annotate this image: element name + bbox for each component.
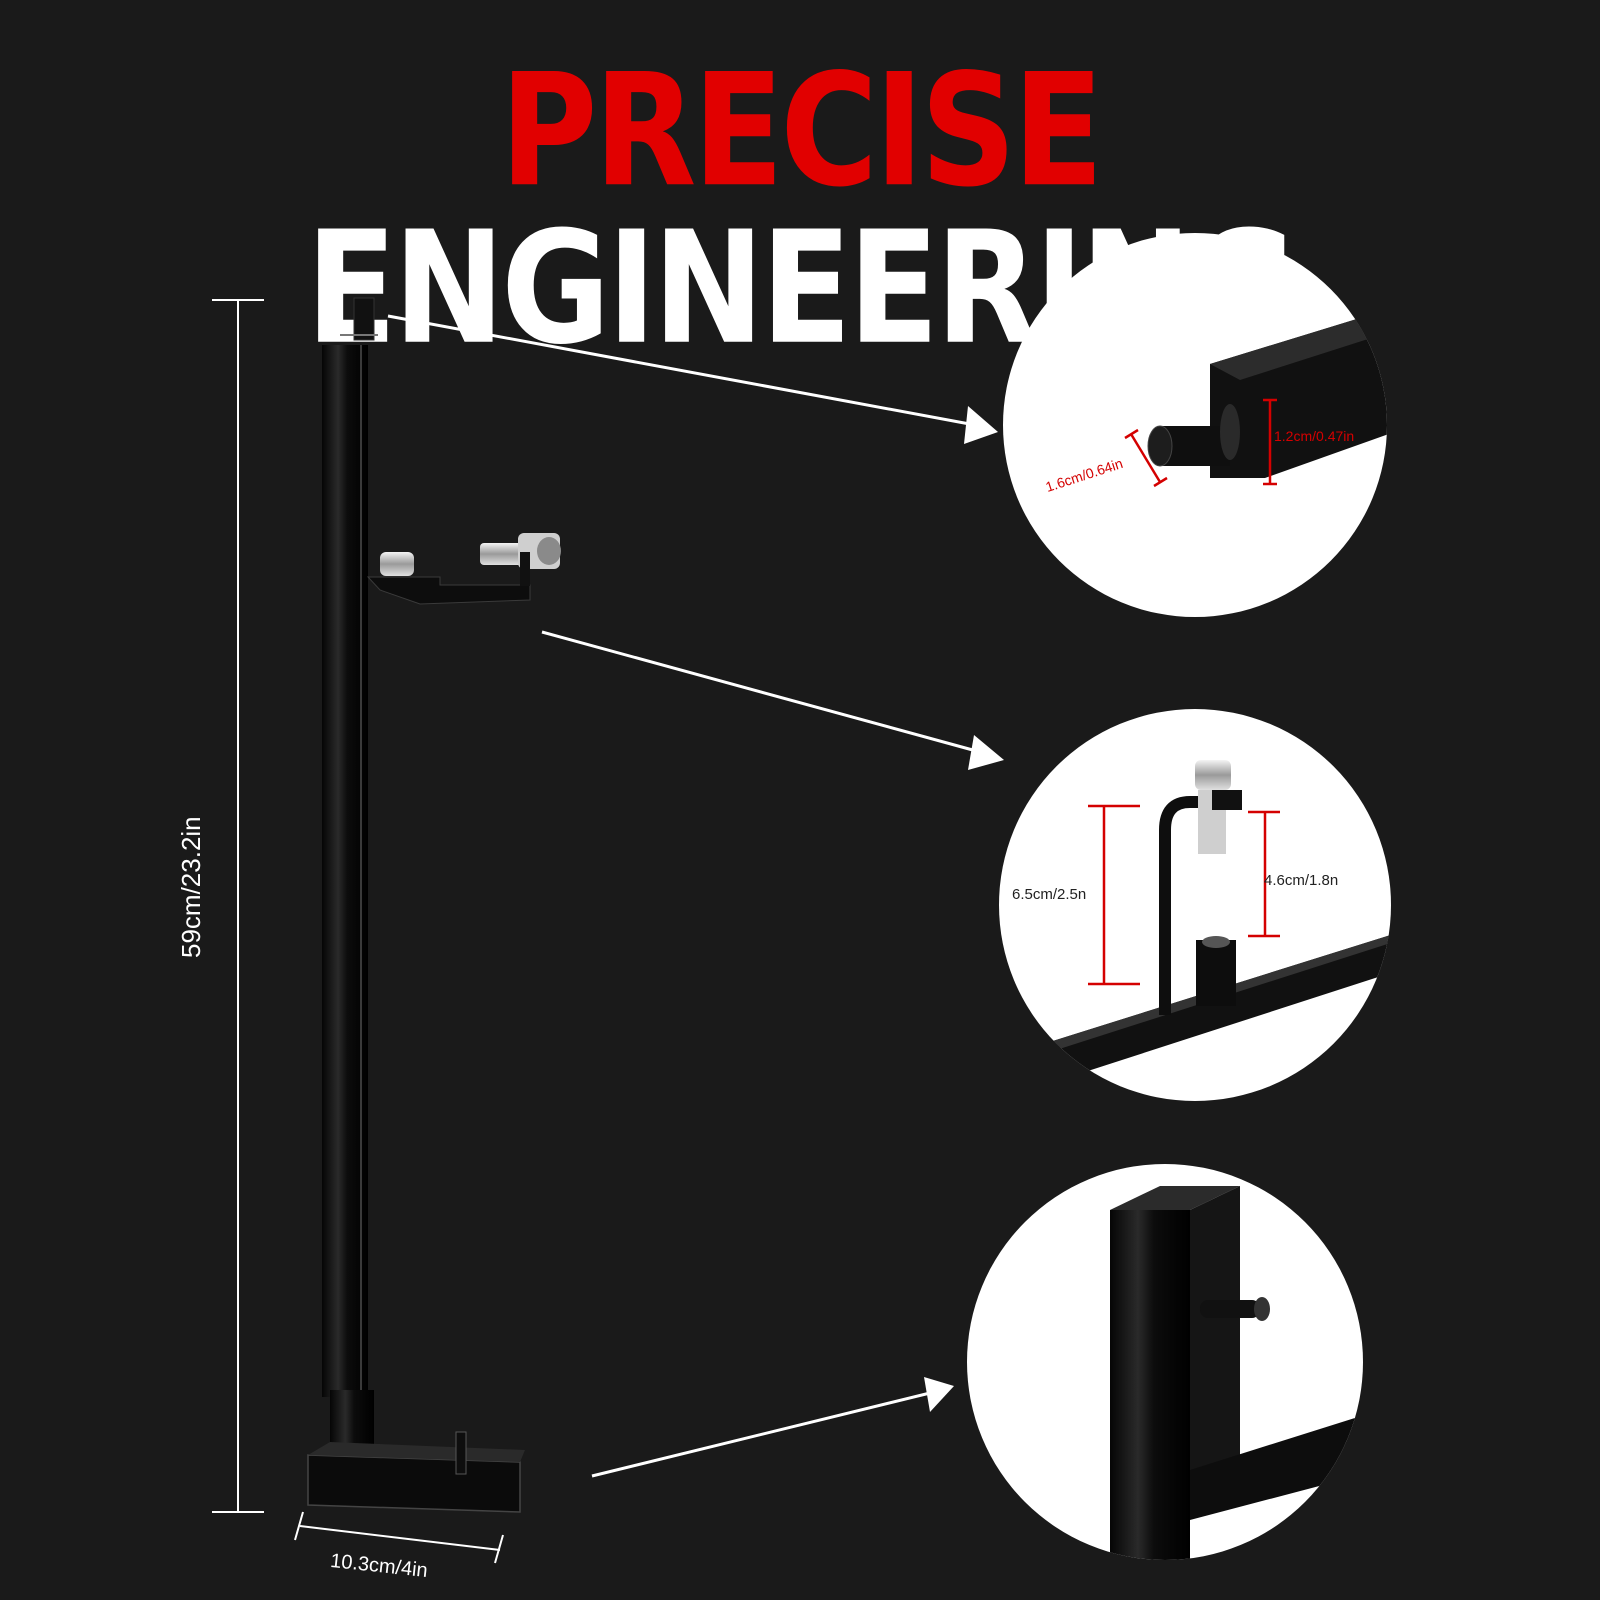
stand-arm [366,533,561,605]
detail-circle-middle [999,709,1391,1101]
arrow-icon [591,1377,954,1478]
product-stand [307,297,561,1513]
base-width-dimension-line [294,1511,504,1564]
height-dimension-line [212,299,264,1513]
arrow-icon [387,314,998,444]
stand-base [307,1431,525,1513]
middle-outer-label: 6.5cm/2.5n [1012,886,1087,903]
headline-word-precise: PRECISE [499,40,1104,222]
detail-circle-top [1003,233,1387,617]
middle-inner-label: 4.6cm/1.8n [1264,872,1339,889]
top-height-label: 1.2cm/0.47in [1274,428,1355,444]
height-label: 59cm/23.2in [176,816,206,958]
arrow-icon [541,630,1004,770]
detail-circle-bottom [967,1164,1363,1560]
